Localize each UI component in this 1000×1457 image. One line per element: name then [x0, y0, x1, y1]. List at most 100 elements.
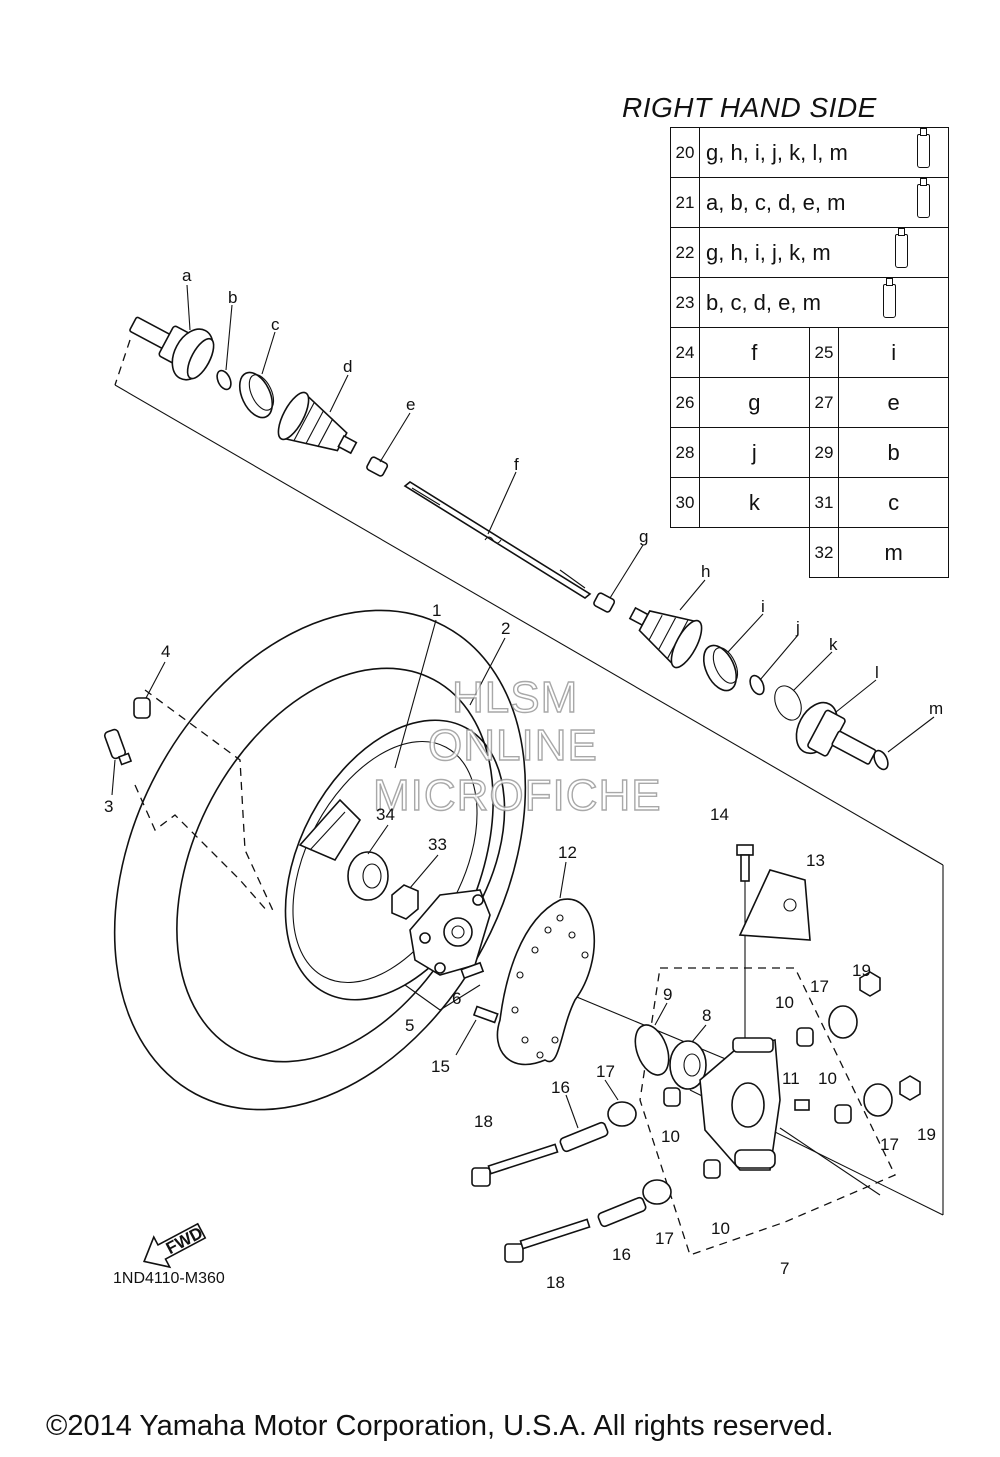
- callout-h: h: [701, 562, 710, 581]
- kit-row: 21 a, b, c, d, e, m: [670, 177, 949, 228]
- bushing-10a: [796, 1027, 814, 1047]
- circlip-k: [774, 685, 802, 721]
- kit-part: g: [699, 377, 810, 428]
- copyright-notice: ©2014 Yamaha Motor Corporation, U.S.A. A…: [46, 1410, 834, 1442]
- valve-cap-4: [133, 697, 151, 719]
- kit-table: 20 g, h, i, j, k, l, m 21 a, b, c, d, e,…: [670, 127, 949, 578]
- kit-part: c: [838, 477, 949, 528]
- callout-10d: 10: [711, 1219, 730, 1238]
- seal-17b: [863, 1083, 893, 1117]
- kit-part: j: [699, 427, 810, 478]
- bearing-8: [669, 1040, 707, 1090]
- kit-number: 21: [670, 177, 700, 228]
- cv-joint-outer: [129, 316, 215, 381]
- kit-pair-row: 30 k 31 c: [670, 477, 949, 528]
- kit-parts: a, b, c, d, e, m: [699, 177, 949, 228]
- boot-band-i: [702, 644, 739, 692]
- kit-parts: b, c, d, e, m: [699, 277, 949, 328]
- callout-3: 3: [104, 797, 113, 816]
- seal-17d: [642, 1179, 672, 1205]
- callout-9: 9: [663, 985, 672, 1004]
- boot-band-e: [366, 456, 389, 477]
- fwd-arrow-icon: FWD: [143, 1222, 207, 1269]
- callout-e: e: [406, 395, 415, 414]
- kit-number: 32: [808, 527, 840, 578]
- grease-tube-icon: [917, 178, 930, 218]
- callout-m: m: [929, 699, 943, 718]
- callout-4: 4: [161, 642, 170, 661]
- kit-parts-text: a, b, c, d, e, m: [706, 189, 846, 215]
- dust-boot-d: [277, 391, 358, 455]
- wheel-tire: [103, 609, 527, 1111]
- grease-tube-icon: [917, 128, 930, 168]
- circlip-j: [749, 674, 765, 696]
- bolt-14: [736, 844, 754, 882]
- callout-10b: 10: [818, 1069, 837, 1088]
- bolt-18b: [504, 1218, 591, 1263]
- callout-19b: 19: [917, 1125, 936, 1144]
- callout-i: i: [761, 597, 765, 616]
- bushing-10b: [834, 1104, 852, 1124]
- disc-bolt-15: [472, 1005, 499, 1024]
- callout-18b: 18: [546, 1273, 565, 1292]
- collar-16b: [597, 1196, 647, 1228]
- callout-10c: 10: [661, 1127, 680, 1146]
- callout-18a: 18: [474, 1112, 493, 1131]
- callout-12: 12: [558, 843, 577, 862]
- collar-33: [391, 884, 419, 920]
- drive-shaft-assembly: [129, 316, 889, 771]
- callout-11: 11: [782, 1069, 800, 1088]
- grease-tube-icon: [883, 278, 896, 318]
- callout-j: j: [795, 618, 800, 637]
- grease-nipple-11: [794, 1099, 810, 1111]
- callout-labels: a b c d e f g h i j k l m 1 2 3 4 5 6 7 …: [104, 266, 943, 1292]
- drive-shaft-f: [403, 481, 592, 599]
- kit-part: m: [838, 527, 949, 578]
- kit-number: 24: [670, 327, 700, 378]
- callout-13: 13: [806, 851, 825, 870]
- boot-band-g: [593, 592, 616, 613]
- snap-ring-9: [634, 1024, 670, 1076]
- nut-19a: [859, 971, 881, 997]
- callout-l: l: [875, 663, 879, 682]
- bolt-6: [460, 961, 485, 980]
- callout-5: 5: [405, 1016, 414, 1035]
- callout-17c: 17: [596, 1062, 615, 1081]
- callout-c: c: [271, 315, 280, 334]
- kit-number: 23: [670, 277, 700, 328]
- dust-boot-h: [628, 606, 703, 669]
- kit-number: 31: [808, 477, 840, 528]
- watermark-line-2: ONLINE: [428, 721, 598, 770]
- valve-3: [103, 728, 133, 766]
- kit-pair-row: 32 m: [671, 527, 949, 578]
- circlip-m: [873, 749, 889, 771]
- wheel-hub-5: [409, 889, 491, 976]
- callout-16b: 16: [612, 1245, 631, 1264]
- page-title: RIGHT HAND SIDE: [622, 92, 877, 123]
- kit-number: 27: [808, 377, 840, 428]
- grease-tube-icon: [895, 228, 908, 268]
- seal-17c: [607, 1101, 637, 1127]
- kit-part: f: [699, 327, 810, 378]
- watermark-line-1: HLSM: [452, 673, 578, 722]
- seal-17a: [828, 1005, 858, 1039]
- kit-part: e: [838, 377, 949, 428]
- kit-number: 29: [808, 427, 840, 478]
- knuckle-assembly: [471, 844, 921, 1263]
- callout-10a: 10: [775, 993, 794, 1012]
- bushing-10c: [663, 1087, 681, 1107]
- callout-a: a: [182, 266, 192, 285]
- kit-pair-row: 28 j 29 b: [670, 427, 949, 478]
- nut-19b: [899, 1075, 921, 1101]
- kit-number: 20: [670, 127, 700, 178]
- callout-15: 15: [431, 1057, 450, 1076]
- callout-17d: 17: [655, 1229, 674, 1248]
- circlip-b: [216, 369, 232, 391]
- kit-part: k: [699, 477, 810, 528]
- callout-33: 33: [428, 835, 447, 854]
- watermark: HLSM ONLINE MICROFICHE: [372, 672, 661, 820]
- kit-part: i: [838, 327, 949, 378]
- leader-lines: [111, 284, 935, 1129]
- kit-row: 22 g, h, i, j, k, m: [670, 227, 949, 278]
